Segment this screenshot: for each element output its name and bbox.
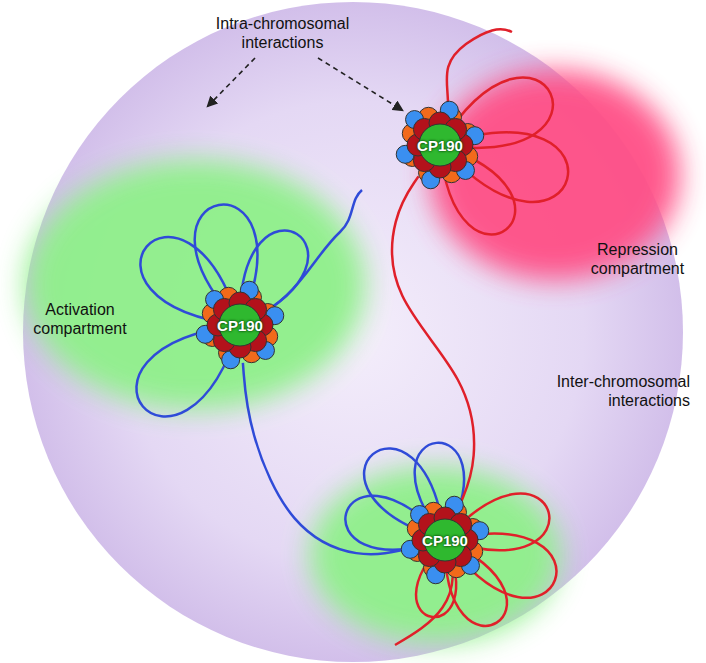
protein-label: CP190 [195,280,285,370]
chromatin-fiber [392,176,474,505]
nuclear-compartment: CP190 Activation compartment [15,160,370,410]
chromatin-fiber [243,363,408,554]
compartment-label: Repression compartment [585,240,690,278]
protein-cluster: CP190 [195,280,285,370]
region-label: Inter-chromosomal interactions [530,372,690,410]
dashed-arrow [208,58,255,106]
chromatin-loops [136,77,568,625]
protein-cluster: CP190 [400,495,490,585]
protein-label: CP190 [395,100,485,190]
chromatin-tail [240,190,362,325]
callout-label: Intra-chromosomal interactions [195,14,370,52]
protein-label: CP190 [400,495,490,585]
activation-glow [25,160,365,410]
nuclear-compartment: CP190Repression compartment [390,50,700,300]
dashed-arrow [318,58,402,110]
protein-cluster: CP190 [395,100,485,190]
compartment-label: Activation compartment [20,300,140,338]
